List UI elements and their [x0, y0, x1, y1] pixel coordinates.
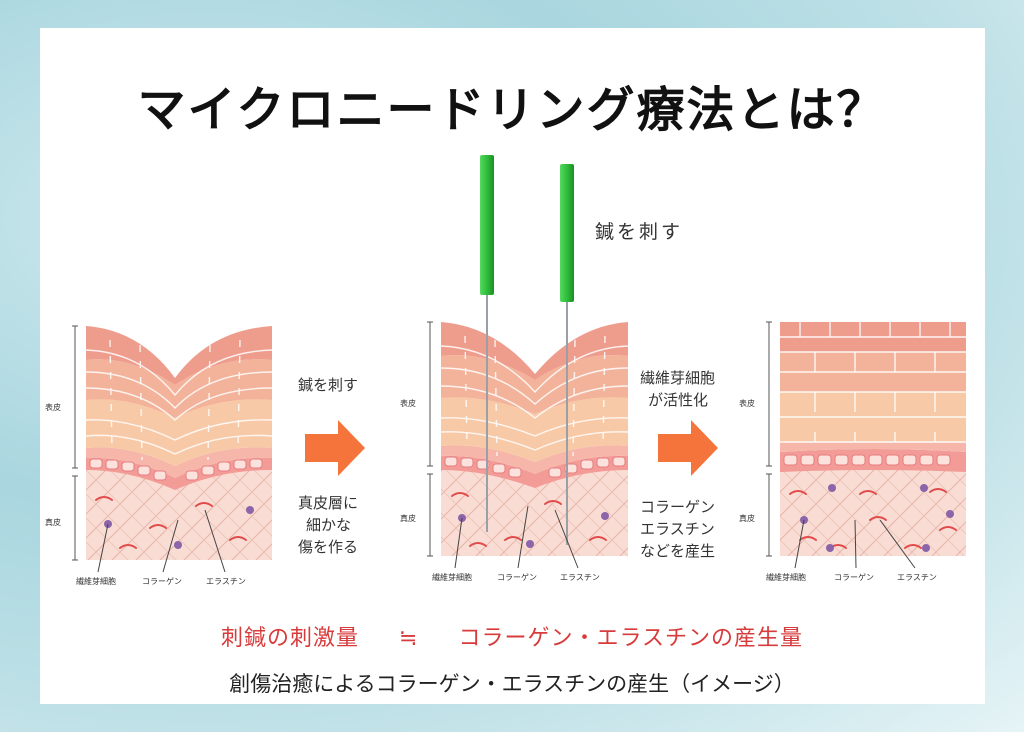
arrow-right-icon [305, 420, 365, 476]
skin-panel-2 [441, 322, 628, 556]
step2-bottom-line-3: などを産生 [640, 542, 715, 560]
callout-lines [97, 505, 916, 573]
dermis-label-2: 真皮 [400, 513, 416, 523]
skin-panel-3 [780, 322, 966, 556]
layer-brackets [72, 321, 772, 561]
page-title: マイクロニードリング療法とは？ [137, 82, 887, 138]
elastin-label-3: エラスチン [897, 573, 937, 582]
collagen-label-1: コラーゲン [142, 576, 182, 586]
equation-left: 刺鍼の刺激量 [220, 626, 359, 651]
step1-bottom-line-1: 真皮層に [298, 494, 358, 512]
needle-right [560, 164, 574, 545]
arrow-right-icon [658, 420, 718, 476]
fibroblast-label-1: 繊維芽細胞 [76, 576, 116, 586]
skin-panel-1 [86, 326, 272, 560]
dermis-label-3: 真皮 [739, 513, 755, 523]
epidermis-label-2: 表皮 [400, 398, 416, 408]
collagen-label-3: コラーゲン [834, 572, 874, 582]
step2-bottom-line-2: エラスチン [640, 520, 715, 538]
elastin-label-2: エラスチン [560, 573, 600, 582]
step2-top-line-1: 繊維芽細胞 [640, 369, 715, 387]
fibroblast-label-2: 繊維芽細胞 [432, 572, 472, 582]
equation-right: コラーゲン・エラスチンの産生量 [458, 626, 804, 651]
equation-caption: 刺鍼の刺激量 ≒ コラーゲン・エラスチンの産生量 [0, 620, 1024, 652]
step1-bottom-line-3: 傷を作る [298, 538, 358, 556]
epidermis-label-1: 表皮 [45, 402, 61, 412]
needle-left [480, 155, 494, 532]
dermis-label-1: 真皮 [45, 517, 61, 527]
epidermis-label-3: 表皮 [739, 398, 755, 408]
collagen-label-2: コラーゲン [497, 572, 537, 582]
step2-bottom-line-1: コラーゲン [640, 498, 715, 516]
elastin-label-1: エラスチン [206, 577, 246, 586]
fibroblast-label-3: 繊維芽細胞 [766, 572, 806, 582]
needle-insert-label: 鍼を刺す [595, 221, 683, 243]
sub-caption: 創傷治癒によるコラーゲン・エラスチンの産生（イメージ） [229, 672, 795, 696]
step1-top-text: 鍼を刺す [298, 376, 358, 394]
step2-top-line-2: が活性化 [648, 391, 708, 409]
step1-bottom-line-2: 細かな [306, 516, 351, 534]
equation-operator: ≒ [398, 626, 419, 651]
